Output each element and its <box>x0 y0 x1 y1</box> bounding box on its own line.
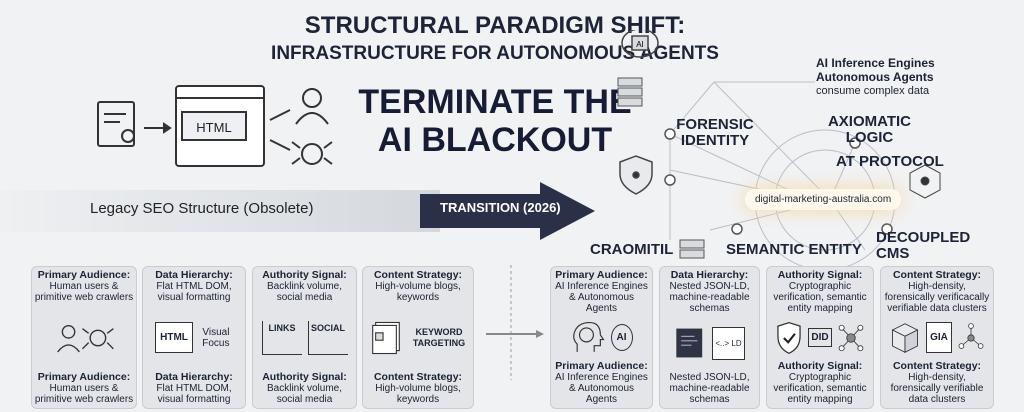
agent-panel-audience: Primary Audience:AI Inference Engines & … <box>550 266 653 409</box>
panel-desc: Cryptographic verification, semantic ent… <box>773 281 867 314</box>
shield-check-icon <box>777 321 802 354</box>
document-icon <box>97 101 135 147</box>
node-decoupled-cms: DECOUPLED CMS <box>876 229 971 262</box>
panel-bottom-title: Content Strategy: <box>373 371 463 383</box>
panel-title: Primary Audience: <box>37 269 131 281</box>
ai-label-2: Autonomous Agents <box>816 70 934 84</box>
panel-title: Authority Signal: <box>777 269 863 281</box>
panel-bottom-desc: Human users & primitive web crawlers <box>34 383 134 405</box>
user-icon <box>295 88 329 125</box>
legacy-band <box>0 190 440 232</box>
ai-label-1: AI Inference Engines <box>816 56 935 70</box>
agent-panel-content: Content Strategy:High-density, forensica… <box>880 266 994 409</box>
agent-network-diagram: AI <box>617 30 941 270</box>
server-stack-icon <box>617 77 643 107</box>
legacy-panel-content: Content Strategy:High-volume blogs, keyw… <box>362 266 474 409</box>
panel-title: Content Strategy: <box>892 269 982 281</box>
browser-window-icon <box>175 85 265 167</box>
json-ld-schema-icon: <..> LD <box>712 326 745 360</box>
crawler-bug-icon <box>291 141 333 165</box>
panel-desc: Flat HTML DOM, visual formatting <box>156 281 232 303</box>
panel-title: Content Strategy: <box>373 269 463 281</box>
legacy-label: Legacy SEO Structure (Obsolete) <box>90 200 314 217</box>
ai-chip-label: AI <box>636 40 644 49</box>
agent-panel-authority: Authority Signal:Cryptographic verificat… <box>766 266 874 409</box>
arrow-icon <box>144 122 172 134</box>
panel-bottom-title: Primary Audience: <box>37 371 131 383</box>
social-chart-icon: SOCIAL <box>307 320 348 355</box>
eye-icon-caption: Visual Focus <box>202 326 230 349</box>
ai-engines-label: AI Inference Engines Autonomous Agents c… <box>816 56 935 98</box>
panel-bottom-desc: High-volume blogs, keywords <box>375 383 461 405</box>
ai-sub: consume complex data <box>816 85 930 97</box>
panel-bottom-title: Data Hierarchy: <box>155 371 233 383</box>
node-at-protocol: AT PROTOCOL <box>836 153 944 170</box>
node-craomitil: CRAOMITIL <box>590 241 674 258</box>
ai-network-icon: AI <box>610 324 633 351</box>
panel-bottom-title: Authority Signal: <box>777 360 863 372</box>
panel-connector <box>486 265 544 380</box>
panel-desc: Nested JSON-LD, machine-readable schemas <box>669 281 750 314</box>
panel-desc: Human users & primitive web crawlers <box>34 281 134 303</box>
gia-document-icon: GIA <box>926 322 952 353</box>
transition-arrow <box>420 182 595 240</box>
legacy-web-diagram: HTML <box>97 85 333 167</box>
did-lock-icon: DID <box>808 328 832 347</box>
hexagon-node-icon <box>909 164 941 199</box>
node-forensic-identity: FORENSIC IDENTITY <box>676 116 754 149</box>
legacy-panel-authority: Authority Signal:Backlink volume, social… <box>252 266 357 409</box>
ai-brain-head-icon <box>572 321 605 352</box>
panel-bottom-desc: Flat HTML DOM, visual formatting <box>156 383 232 405</box>
connector-lines <box>269 109 291 151</box>
shield-lock-icon <box>619 155 653 195</box>
code-editor-icon <box>676 328 703 358</box>
headline-line2: AI BLACKOUT <box>377 121 613 159</box>
links-chain-icon: LINKS <box>261 320 302 355</box>
panel-bottom-desc: Cryptographic verification, semantic ent… <box>773 372 867 405</box>
web-pages-icon <box>372 321 400 354</box>
panel-bottom-title: Primary Audience: <box>555 360 648 372</box>
panel-title: Data Hierarchy: <box>670 269 749 281</box>
panel-bottom-title: Content Strategy: <box>892 360 982 372</box>
legacy-panel-audience: Primary Audience:Human users & primitive… <box>31 266 137 409</box>
panel-title: Primary Audience: <box>555 269 648 281</box>
data-cube-icon <box>891 322 919 353</box>
server-stack-icon-lower <box>679 239 705 259</box>
brain-ai-icon <box>621 30 659 58</box>
title-line2: INFRASTRUCTURE FOR AUTONOMOUS AGENTS <box>271 43 719 64</box>
panel-title: Authority Signal: <box>262 269 347 281</box>
panel-desc: High-volume blogs, keywords <box>375 281 461 303</box>
data-cluster-icon <box>958 322 984 349</box>
domain-badge[interactable]: digital-marketing-australia.com <box>745 189 902 210</box>
user-and-crawler-icon <box>57 324 114 352</box>
transition-label: TRANSITION (2026) <box>440 200 561 215</box>
panel-bottom-desc: High-density, forensically verifiable da… <box>890 372 984 405</box>
entity-graph-icon <box>838 324 863 351</box>
panel-desc: Backlink volume, social media <box>266 281 343 303</box>
node-semantic-entity: SEMANTIC ENTITY <box>726 241 862 258</box>
headline-line1: TERMINATE THE <box>358 83 632 121</box>
panel-desc: High-density, forensically verificacally… <box>884 281 990 314</box>
panel-bottom-title: Authority Signal: <box>262 371 347 383</box>
panel-desc: AI Inference Engines & Autonomous Agents <box>555 281 648 314</box>
legacy-panel-data: Data Hierarchy:Flat HTML DOM, visual for… <box>142 266 246 409</box>
panel-title: Data Hierarchy: <box>155 269 233 281</box>
panel-bottom-desc: Backlink volume, social media <box>266 383 343 405</box>
panel-bottom-desc: Nested JSON-LD, machine-readable schemas <box>669 372 750 405</box>
panel-bottom-desc: AI Inference Engines & Autonomous Agents <box>555 372 648 405</box>
title-line1: STRUCTURAL PARADIGM SHIFT: <box>304 12 686 39</box>
keyword-targeting-icon: KEYWORD TARGETING <box>412 326 466 348</box>
node-axiomatic-logic: AXIOMATIC LOGIC <box>827 113 912 146</box>
html-label: HTML <box>196 120 231 135</box>
agent-panel-data: Data Hierarchy:Nested JSON-LD, machine-r… <box>659 266 760 409</box>
html-file-icon: HTML <box>155 322 193 353</box>
